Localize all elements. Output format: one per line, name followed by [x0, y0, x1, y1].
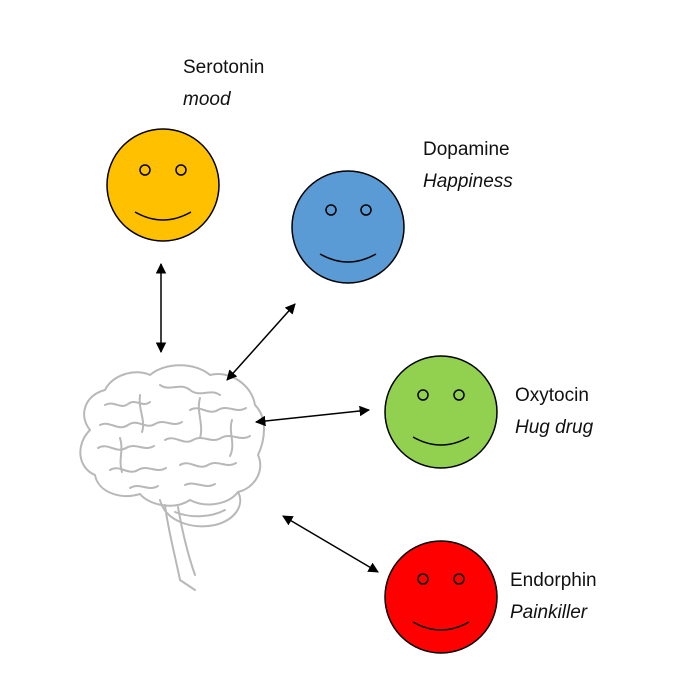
dopamine-face-icon — [291, 170, 405, 284]
serotonin-left-eye — [139, 164, 151, 176]
serotonin-face-icon — [106, 128, 220, 242]
oxytocin-label: Oxytocin Hug drug — [515, 380, 593, 444]
dopamine-right-eye — [360, 204, 372, 216]
oxytocin-right-eye — [453, 389, 465, 401]
oxytocin-role: Hug drug — [515, 417, 594, 438]
arrow-brain-endorphin — [282, 515, 379, 573]
arrow-brain-dopamine — [226, 303, 296, 381]
endorphin-role: Painkiller — [510, 602, 588, 623]
arrow-brain-oxytocin — [254, 405, 371, 427]
endorphin-label: Endorphin Painkiller — [510, 565, 597, 629]
endorphin-smile — [412, 621, 470, 631]
dopamine-face — [291, 170, 405, 284]
oxytocin-left-eye — [417, 389, 429, 401]
endorphin-name: Endorphin — [510, 570, 597, 591]
endorphin-right-eye — [453, 573, 465, 585]
serotonin-smile — [134, 211, 192, 221]
dopamine-smile — [319, 253, 377, 263]
endorphin-face-icon — [384, 540, 498, 654]
oxytocin-name: Oxytocin — [515, 385, 589, 406]
brain-icon — [79, 364, 265, 591]
oxytocin-smile — [412, 436, 470, 446]
oxytocin-face — [384, 355, 498, 469]
oxytocin-face-icon — [384, 355, 498, 469]
serotonin-name: Serotonin — [183, 57, 265, 78]
dopamine-role: Happiness — [423, 171, 513, 192]
serotonin-right-eye — [175, 164, 187, 176]
endorphin-face — [384, 540, 498, 654]
endorphin-left-eye — [417, 573, 429, 585]
serotonin-face — [106, 128, 220, 242]
dopamine-left-eye — [325, 204, 337, 216]
dopamine-label: Dopamine Happiness — [423, 134, 513, 198]
serotonin-role: mood — [183, 89, 231, 110]
dopamine-name: Dopamine — [423, 139, 510, 160]
serotonin-label: Serotonin mood — [183, 52, 264, 116]
